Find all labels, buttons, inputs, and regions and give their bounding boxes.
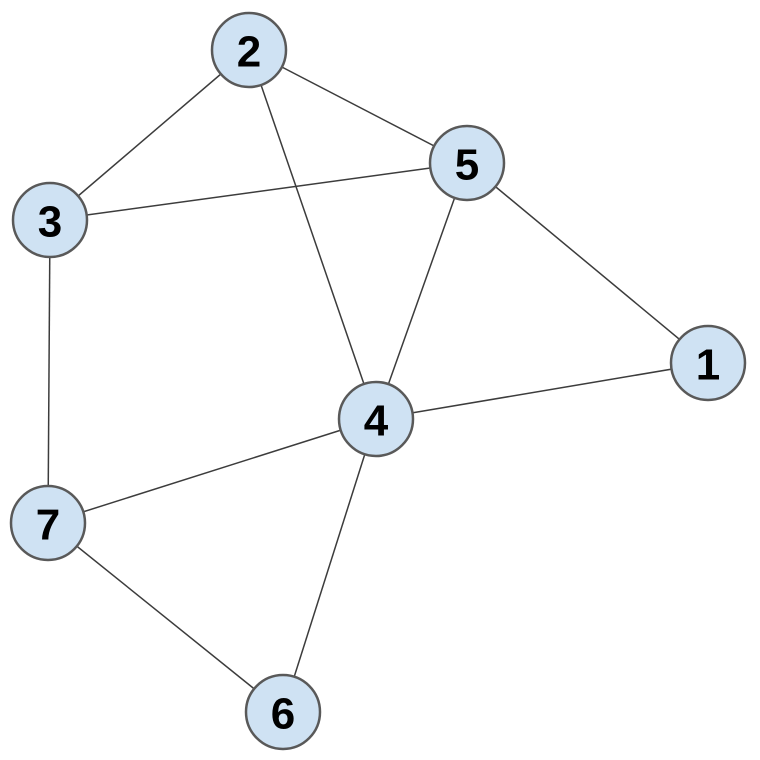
nodes-layer: 1 2 3 4 5 6 7 [9,11,747,751]
edge-4-6 [282,418,377,713]
edge-5-4 [375,162,468,420]
graph-node-5: 5 [428,124,506,202]
edge-4-1 [375,362,709,420]
edge-2-3 [49,49,250,221]
graph-node-6: 6 [244,673,322,751]
graph-node-7: 7 [9,484,87,562]
node-label-7: 7 [36,500,60,549]
edge-3-5 [49,162,468,221]
edges-layer [47,49,709,713]
edge-7-6 [47,522,284,713]
graph-node-3: 3 [11,181,89,259]
edge-2-5 [248,49,468,164]
graph-node-1: 1 [669,324,747,402]
graph-node-4: 4 [337,380,415,458]
edge-4-7 [47,418,377,524]
edge-2-4 [248,49,377,420]
node-circle-4 [337,380,415,458]
node-circle-3 [11,181,89,259]
node-label-3: 3 [38,197,62,246]
graph-node-2: 2 [210,11,288,89]
node-label-2: 2 [237,27,261,76]
node-circle-2 [210,11,288,89]
node-circle-7 [9,484,87,562]
node-label-6: 6 [271,689,295,738]
edge-5-1 [466,162,709,364]
node-label-4: 4 [364,396,389,445]
edge-3-7 [47,219,51,524]
node-circle-1 [669,324,747,402]
node-label-5: 5 [455,140,479,189]
node-label-1: 1 [696,340,720,389]
node-circle-6 [244,673,322,751]
node-circle-5 [428,124,506,202]
